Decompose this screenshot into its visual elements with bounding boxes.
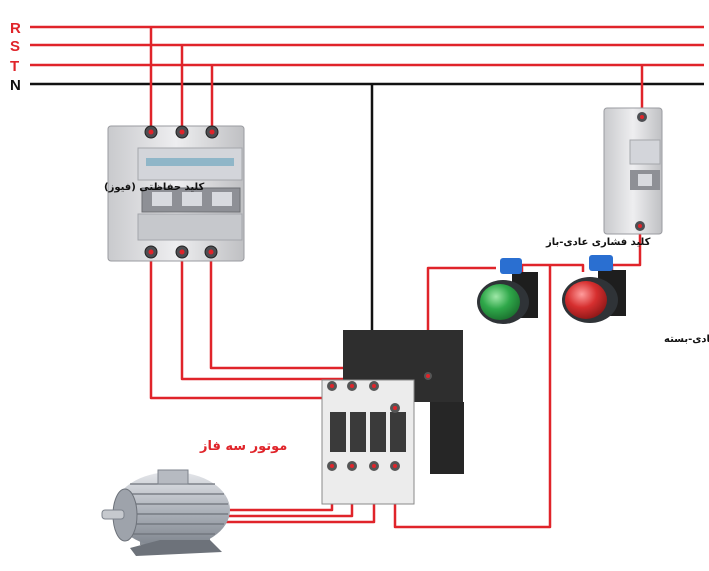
bus-s-label: S: [10, 38, 20, 55]
three-phase-motor-icon: [101, 469, 230, 556]
motor-label: موتور سه فاز: [199, 439, 287, 454]
wire-breaker-l1-to-contactor: [149, 252, 334, 400]
wire-contactor-t1-to-motor: [222, 466, 334, 512]
three-pole-breaker-icon: [107, 125, 245, 262]
green-pushbutton-icon: [477, 258, 538, 324]
pushbutton-closed-label: کلید فشاری عادی-بسته: [664, 334, 709, 345]
red-pushbutton-icon: [562, 255, 626, 323]
pushbutton-open-label: کلید فشاری عادی-باز: [545, 237, 651, 248]
bus-t-label: T: [10, 58, 19, 75]
single-pole-breaker-icon: [603, 107, 663, 235]
bus-n-label: N: [10, 77, 21, 94]
bus-r-label: R: [10, 20, 21, 37]
bus-lines: [30, 25, 704, 86]
contactor-icon: [321, 330, 464, 505]
wire-breaker-l2-to-contactor: [180, 252, 354, 385]
wire-nc-to-no-button: [520, 263, 585, 272]
breaker-label: کلید حفاظتی (فیوز): [104, 182, 204, 193]
